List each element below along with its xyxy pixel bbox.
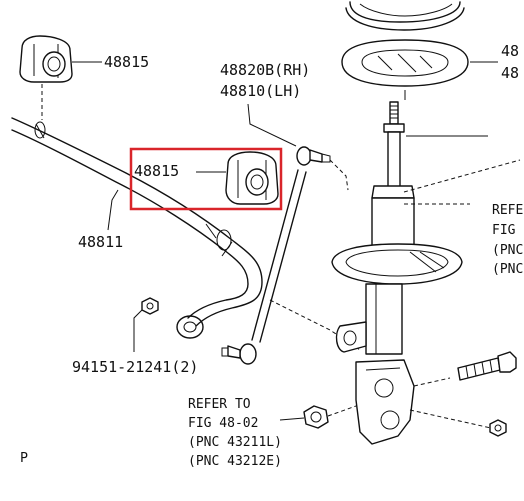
label-link-lh: 48810(LH) bbox=[220, 82, 301, 100]
refer-right-line-2: FIG bbox=[492, 223, 516, 238]
bushing-top bbox=[19, 35, 73, 83]
label-bushing-top: 48815 bbox=[104, 53, 149, 71]
bushing-highlighted bbox=[225, 151, 279, 205]
label-spring-2: 48 bbox=[501, 64, 519, 82]
highlight-box bbox=[129, 147, 283, 211]
stabilizer-end-eye bbox=[176, 315, 204, 339]
shock-absorber-strut bbox=[331, 101, 463, 445]
flange-nut-bottom bbox=[303, 405, 329, 429]
refer-right-line-1: REFER bbox=[492, 203, 524, 218]
label-bushing-highlighted: 48815 bbox=[134, 162, 179, 180]
refer-right-line-3: (PNC bbox=[492, 243, 523, 258]
label-link-rh: 48820B(RH) bbox=[220, 61, 310, 79]
refer-bottom-line-1: REFER TO bbox=[188, 397, 251, 412]
flange-nut-right bbox=[489, 419, 507, 437]
spring-upper-insulator bbox=[341, 39, 469, 87]
hex-nut-94151 bbox=[141, 297, 159, 315]
stabilizer-link bbox=[221, 146, 331, 365]
label-nut-part: 94151-21241(2) bbox=[72, 358, 198, 376]
label-stabilizer-bar: 48811 bbox=[78, 233, 123, 251]
refer-right-line-4: (PNC bbox=[492, 262, 523, 277]
label-spring-1: 48 bbox=[501, 42, 519, 60]
coil-spring-seat bbox=[345, 1, 465, 31]
strut-bolt bbox=[457, 351, 517, 381]
corner-mark: P bbox=[20, 451, 28, 466]
refer-bottom-line-3: (PNC 43211L) bbox=[188, 435, 282, 450]
refer-bottom-line-4: (PNC 43212E) bbox=[188, 454, 282, 469]
refer-bottom-line-2: FIG 48-02 bbox=[188, 416, 258, 431]
stabilizer-bar bbox=[11, 117, 263, 327]
